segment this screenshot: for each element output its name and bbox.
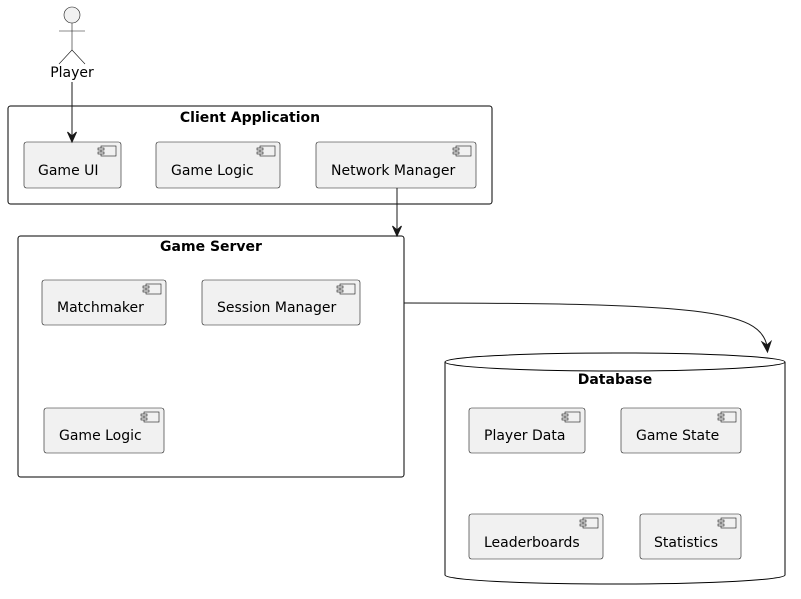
arrowhead-icon bbox=[392, 225, 402, 238]
actor-name: Player bbox=[50, 65, 94, 81]
component-game-logic-server: Game Logic bbox=[43, 407, 165, 454]
database-frame: Database Player Data Game State Leaderbo… bbox=[444, 352, 786, 585]
component-label: Statistics bbox=[654, 535, 718, 551]
client-application-frame: Client Application Game UI Game Logic Ne… bbox=[7, 105, 493, 205]
game-server-title: Game Server bbox=[160, 239, 262, 255]
edge-player-to-game-ui bbox=[67, 82, 77, 144]
component-label: Session Manager bbox=[217, 300, 336, 316]
component-icon bbox=[564, 411, 581, 423]
actor-leg-right bbox=[71, 49, 86, 65]
component-label: Matchmaker bbox=[57, 300, 144, 316]
component-icon bbox=[455, 145, 472, 157]
player-actor: Player bbox=[50, 6, 94, 81]
component-icon bbox=[143, 411, 160, 423]
component-icon bbox=[100, 145, 117, 157]
client-application-title: Client Application bbox=[180, 110, 320, 126]
edge-game-server-to-database bbox=[403, 302, 773, 354]
edge-network-manager-to-game-server bbox=[392, 188, 402, 238]
arrowhead-icon bbox=[760, 339, 773, 354]
component-player-data: Player Data bbox=[468, 407, 586, 454]
component-label: Game Logic bbox=[171, 163, 254, 179]
component-icon bbox=[145, 283, 162, 295]
arrowhead-icon bbox=[67, 131, 77, 144]
component-statistics: Statistics bbox=[639, 513, 742, 560]
component-label: Player Data bbox=[484, 428, 565, 444]
component-session-manager: Session Manager bbox=[201, 279, 361, 326]
component-label: Game UI bbox=[38, 163, 99, 179]
component-label: Network Manager bbox=[331, 163, 456, 179]
actor-head-icon bbox=[63, 6, 81, 24]
component-icon bbox=[720, 517, 737, 529]
database-title: Database bbox=[578, 372, 653, 388]
component-label: Game State bbox=[636, 428, 719, 444]
component-leaderboards: Leaderboards bbox=[468, 513, 604, 560]
component-label: Leaderboards bbox=[484, 535, 580, 551]
component-icon bbox=[339, 283, 356, 295]
component-game-ui: Game UI bbox=[23, 141, 122, 189]
component-icon bbox=[582, 517, 599, 529]
game-server-frame: Game Server Matchmaker Session Manager G… bbox=[17, 235, 405, 478]
component-icon bbox=[259, 145, 276, 157]
component-game-logic-client: Game Logic bbox=[155, 141, 281, 189]
database-cylinder-top bbox=[444, 352, 786, 372]
component-game-state: Game State bbox=[620, 407, 742, 454]
component-label: Game Logic bbox=[59, 428, 142, 444]
component-icon bbox=[720, 411, 737, 423]
component-network-manager: Network Manager bbox=[315, 141, 477, 189]
component-matchmaker: Matchmaker bbox=[41, 279, 167, 326]
actor-leg-left bbox=[58, 49, 73, 65]
